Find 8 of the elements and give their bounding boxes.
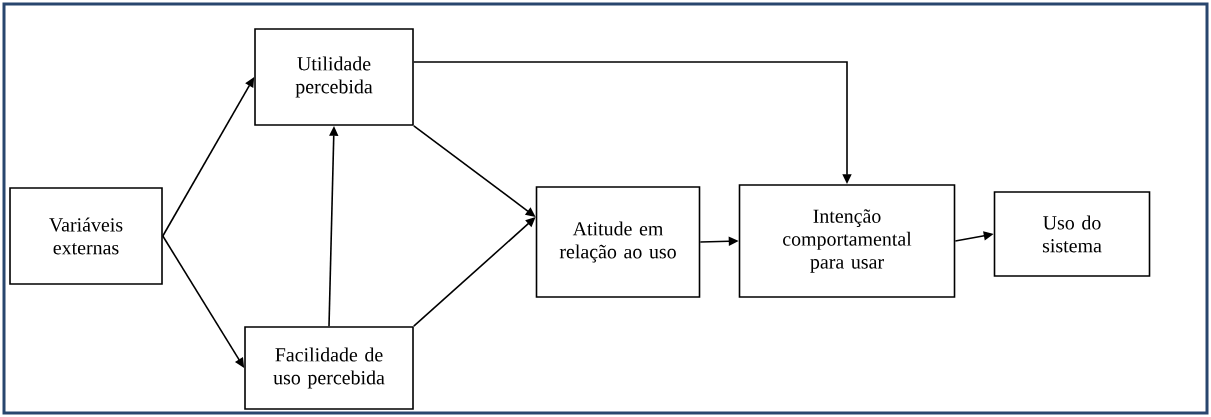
process-box: Utilidade percebida [254,28,414,126]
process-box: Facilidade de uso percebida [244,326,414,410]
arrow [413,217,536,327]
process-box: Variáveis externas [9,187,163,285]
process-box: Atitude em relação ao uso [535,186,701,298]
process-box: Uso do sistema [993,191,1151,277]
arrow [162,77,255,237]
process-box: Intenção comportamental para usar [738,184,956,298]
